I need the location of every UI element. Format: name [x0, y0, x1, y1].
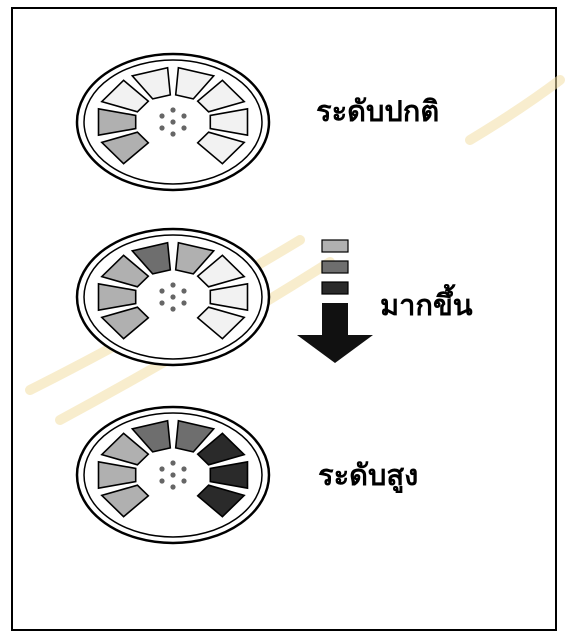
scale-box-3 — [321, 281, 349, 295]
gauge-inner-ring — [83, 59, 263, 185]
gauge-center-dot — [170, 306, 176, 312]
gauge-center-dot — [170, 119, 176, 125]
arrow-head — [297, 335, 373, 363]
gauge-center-dot — [170, 282, 176, 288]
gauge-center-dot — [181, 478, 187, 484]
gauge-center-dot — [159, 466, 165, 472]
gauge-center-dot — [181, 288, 187, 294]
gauge-center-dot — [170, 460, 176, 466]
gauge-inner-ring — [83, 234, 263, 360]
gauge-segment — [174, 66, 216, 100]
gauge-center-dot — [170, 131, 176, 137]
gauge-segment — [196, 254, 246, 288]
gauge-center-dot — [159, 478, 165, 484]
gauge-center-dot — [170, 294, 176, 300]
gauge-segment — [209, 460, 249, 490]
gauge-segment — [209, 107, 249, 137]
increase-arrow — [297, 239, 373, 363]
gauge-segment — [196, 131, 246, 165]
gauge-segment — [100, 79, 150, 113]
gauge-center-dot — [170, 107, 176, 113]
gauge-center-dot — [170, 472, 176, 478]
gauge-center-dot — [181, 466, 187, 472]
gauge-segment — [100, 432, 150, 466]
gauge-center-dot — [159, 125, 165, 131]
gauge-normal-level — [75, 52, 271, 192]
gauge-center-dot — [159, 300, 165, 306]
arrow-shaft — [322, 303, 348, 335]
gauge-center-dot — [181, 113, 187, 119]
scale-box-2 — [321, 260, 349, 274]
gauge-segment — [196, 484, 246, 518]
gauge-center-dot — [159, 113, 165, 119]
gauge-segment — [97, 282, 137, 312]
gauge-segment — [196, 79, 246, 113]
gauge-segment — [97, 107, 137, 137]
gauge-segment — [130, 419, 172, 453]
gauge-high-level — [75, 405, 271, 545]
gauge-inner-ring — [83, 412, 263, 538]
gauge-center-dot — [181, 300, 187, 306]
gauge-segment — [100, 484, 150, 518]
gauge-increasing-level — [75, 227, 271, 367]
gauge-segment — [209, 282, 249, 312]
label-increase: มากขึ้น — [380, 288, 473, 322]
label-normal-level: ระดับปกติ — [316, 94, 440, 128]
gauge-segment — [130, 66, 172, 100]
gauge-segment — [97, 460, 137, 490]
scale-box-1 — [321, 239, 349, 253]
gauge-segment — [100, 254, 150, 288]
gauge-segment — [196, 432, 246, 466]
gauge-segment — [100, 306, 150, 340]
gauge-center-dot — [159, 288, 165, 294]
label-high-level: ระดับสูง — [318, 458, 419, 492]
gauge-center-dot — [170, 484, 176, 490]
gauge-segment — [100, 131, 150, 165]
gauge-segment — [174, 419, 216, 453]
gauge-segment — [174, 241, 216, 275]
gauge-center-dot — [181, 125, 187, 131]
gauge-segment — [196, 306, 246, 340]
gauge-segment — [130, 241, 172, 275]
